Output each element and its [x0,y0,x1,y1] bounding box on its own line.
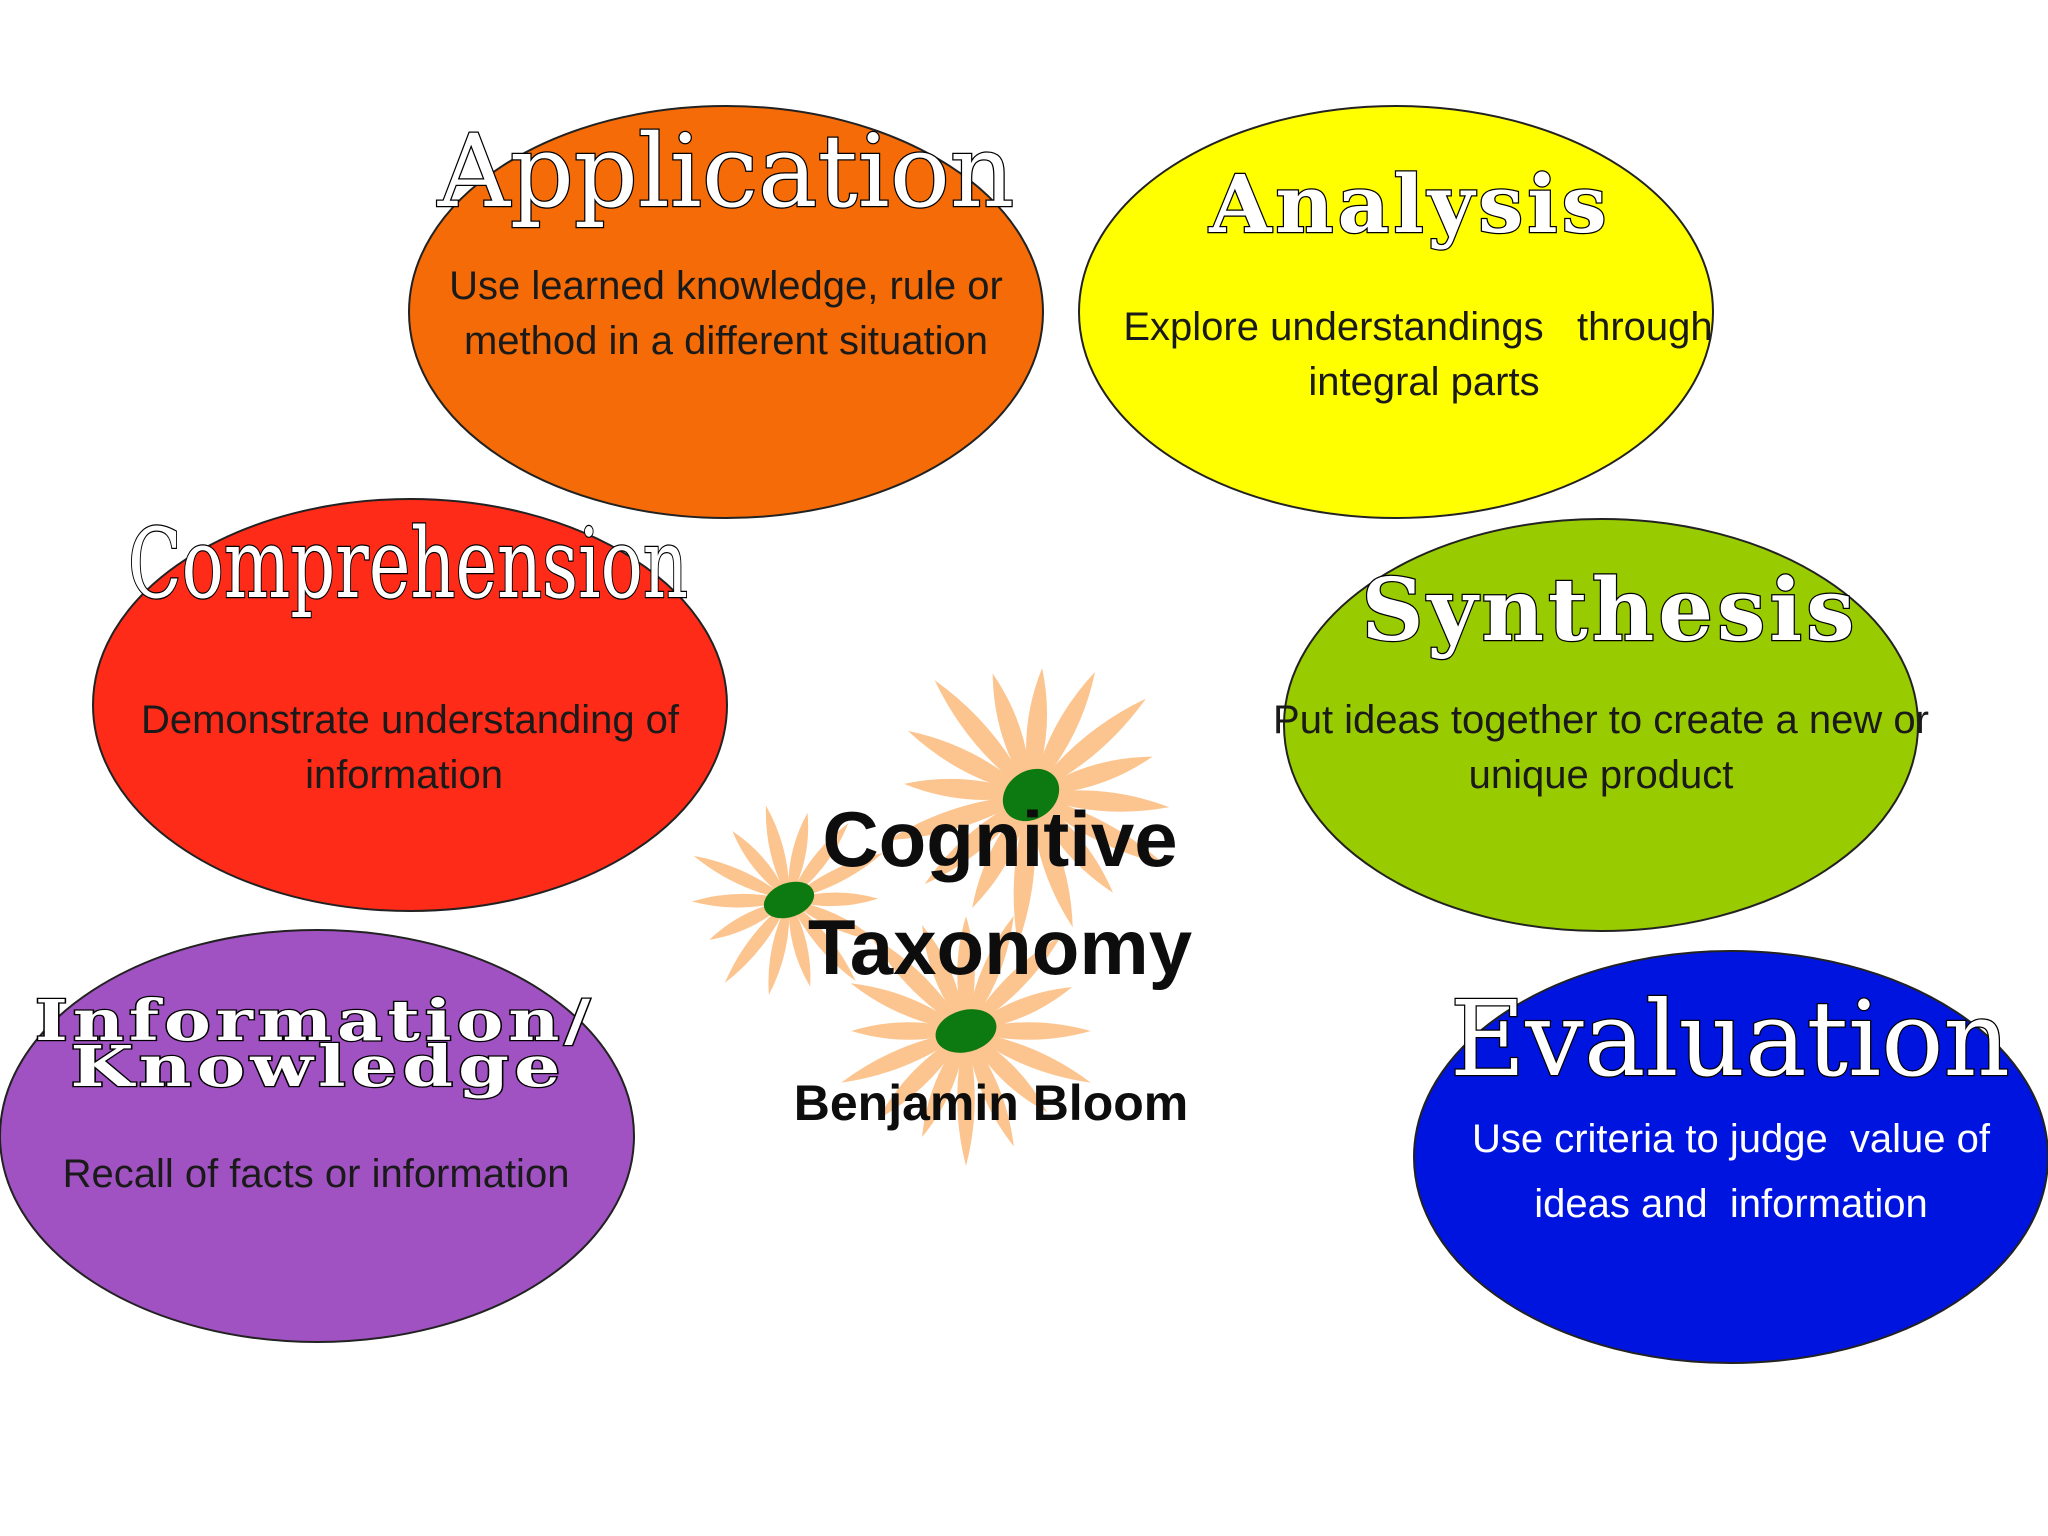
daisy-flower-1 [887,667,1170,945]
evaluation-desc-line1: Use criteria to judge value of [1472,1117,1991,1161]
application-title: Application [437,113,1015,230]
knowledge-ellipse [0,929,635,1343]
evaluation-ellipse [1413,950,2048,1364]
daisy-petal [788,900,811,987]
comprehension-desc-line2: information [305,753,503,797]
daisy-petal [789,900,878,941]
comprehension-desc-line1: Demonstrate understanding of [141,698,680,742]
synthesis-ellipse [1283,518,1919,932]
daisy-petal [1031,795,1165,865]
daisy-petal [966,1031,1091,1083]
analysis-desc-line2: integral parts [1308,360,1539,404]
daisy-petal [887,795,1031,841]
daisy-petal [693,855,789,900]
daisy-petal [1031,795,1073,928]
daisy-petal [1031,671,1096,795]
daisy-center [935,1009,997,1053]
daisy-petal [922,1031,966,1138]
synthesis-desc-line1: Put ideas together to create a new or [1273,698,1929,742]
application-ellipse [408,105,1044,519]
daisy-petal [924,795,1031,885]
daisy-petal [1026,667,1048,795]
center-title-line1: Cognitive [822,795,1177,883]
daisy-petal [966,1031,1014,1147]
analysis-desc-line1: Explore understandings through [1123,305,1712,349]
daisy-petal [903,778,1031,800]
synthesis-desc-line2: unique product [1469,753,1734,797]
daisy-petal [1031,790,1170,812]
daisy-petal [957,916,975,1031]
daisy-flower-3 [841,915,1091,1166]
daisy-petal [922,924,966,1031]
knowledge-title-line1: Information/ [35,988,595,1054]
daisy-petal [788,812,809,900]
daisy-petal [724,900,789,984]
comprehension-ellipse [92,498,728,912]
knowledge-title-line2: Knowledge [71,1034,566,1100]
daisy-petal [1013,795,1036,945]
daisy-petal [907,730,1031,795]
daisy-petal [765,805,790,900]
daisy-petal [877,1031,966,1120]
daisy-petal [789,900,856,982]
daisy-petal [1031,756,1153,795]
application-desc-line1: Use learned knowledge, rule or [449,264,1003,308]
daisy-flower-icon [691,667,1170,1166]
daisy-petal [966,915,1014,1031]
application-desc-line2: method in a different situation [464,319,988,363]
evaluation-desc-line2: ideas and information [1534,1182,1928,1226]
analysis-ellipse [1078,105,1714,519]
synthesis-title: Synthesis [1361,560,1858,661]
daisy-petal [957,1031,975,1166]
daisy-petal [732,831,789,900]
daisy-petal [1031,795,1113,893]
evaluation-title: Evaluation [1450,978,2010,1100]
daisy-center [1002,768,1060,822]
daisy-petal [966,1031,1048,1113]
daisy-petal [992,673,1031,795]
daisy-petal [789,853,883,900]
daisy-petal [768,900,790,996]
analysis-title: Analysis [1208,157,1610,251]
daisy-petal [789,823,849,900]
knowledge-desc-line1: Recall of facts or information [63,1152,570,1196]
daisy-petal [850,983,966,1031]
daisy-petal [841,1031,966,1083]
daisy-petal [966,935,1062,1031]
daisy-petal [934,680,1031,795]
center-author: Benjamin Bloom [794,1075,1188,1131]
center-title-line2: Taxonomy [808,903,1192,991]
comprehension-title: Comprehension [128,508,688,620]
daisy-center [763,881,815,919]
daisy-flower-2 [691,805,883,996]
daisy-petal [870,935,966,1031]
daisy-petal [1031,698,1146,795]
daisy-petal [966,1022,1091,1040]
daisy-petal [972,795,1031,909]
